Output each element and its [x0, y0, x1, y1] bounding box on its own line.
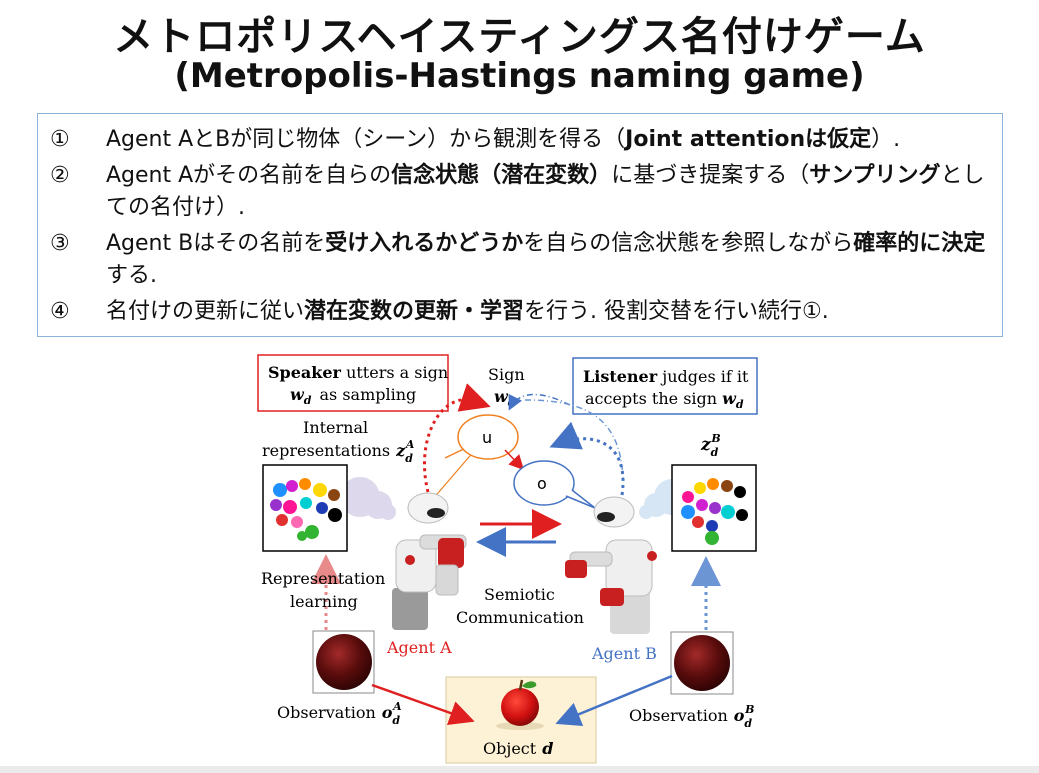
step-segment: 名付けの更新に従い	[106, 299, 305, 324]
svg-text:wd: wd	[494, 387, 516, 409]
step-segment: を自らの信念状態を参照しながら	[523, 231, 854, 256]
step-text: Agent Bはその名前を受け入れるかどうかを自らの信念状態を参照しながら確率的…	[106, 228, 990, 292]
bubble-u-text: u	[482, 428, 492, 447]
robot-agent-a	[392, 492, 467, 630]
observation-image-b	[670, 631, 734, 695]
internal-line1: Internal	[303, 418, 368, 437]
svg-text:Listener judges if it: Listener judges if it	[583, 367, 749, 386]
speaker-sign-var: w	[290, 385, 305, 404]
listener-text: judges if it	[657, 367, 749, 386]
step-emphasis: 受け入れるかどうか	[325, 231, 524, 256]
bottom-bar	[0, 766, 1039, 773]
speaker-word: Speaker	[268, 363, 342, 382]
step-emphasis: 確率的に決定	[853, 231, 986, 256]
internal-line2: representations	[262, 441, 390, 460]
speaker-tail: as sampling	[319, 385, 416, 404]
za-sup: A	[405, 438, 415, 451]
sign-var: w	[494, 387, 509, 406]
zb-sub: d	[711, 446, 719, 459]
step-segment: Agent Bはその名前を	[106, 231, 326, 256]
step-emphasis: 信念状態（潜在変数）	[391, 163, 612, 188]
obs-b-word: Observation	[629, 706, 728, 725]
step-segment: する.	[106, 263, 157, 288]
speaker-sign-arrow	[423, 383, 491, 493]
obs-a-word: Observation	[277, 703, 376, 722]
step-segment: Agent AとBが同じ物体（シーン）から観測を得る（	[106, 127, 626, 152]
agent-a-label: Agent A	[386, 638, 452, 657]
obs-b-var: o	[734, 706, 745, 725]
latent-space-b	[671, 464, 757, 552]
speaker-text: utters a sign	[341, 363, 448, 382]
step-number: ②	[50, 163, 70, 188]
semiotic-line1: Semiotic	[484, 585, 555, 604]
rep-learning-line1: Representation	[261, 569, 385, 588]
step-text: 名付けの更新に従い潜在変数の更新・学習を行う. 役割交替を行い続行①.	[106, 296, 990, 328]
step-segment: を行う. 役割交替を行い続行①.	[524, 299, 829, 324]
listener-sign-sub: d	[736, 398, 744, 411]
obs-b-sup: B	[744, 703, 754, 716]
step-segment: Agent Aがその名前を自らの	[106, 163, 392, 188]
object-word: Object	[483, 739, 537, 758]
listener-word: Listener	[583, 367, 658, 386]
step-number: ①	[50, 127, 70, 152]
step-segment: ）.	[871, 127, 901, 152]
internal-representations-label: Internal representations zdA	[262, 418, 415, 465]
listener-line2: accepts the sign	[585, 389, 717, 408]
page-title-japanese: メトロポリスヘイスティングス名付けゲーム	[113, 14, 926, 60]
za-var: z	[395, 441, 406, 460]
page-title-english: (Metropolis-Hastings naming game)	[174, 56, 865, 96]
sign-word: Sign	[488, 365, 525, 384]
speaker-callout: Speaker utters a sign wd as sampling	[257, 354, 449, 412]
observation-a-label: Observation odA	[277, 700, 402, 727]
listener-judge-arrow	[549, 421, 625, 496]
zb-sup: B	[710, 432, 720, 445]
za-sub: d	[405, 452, 413, 465]
u-to-o-arrow	[504, 449, 525, 471]
obs-a-var: o	[382, 703, 393, 722]
rep-learning-line2: learning	[290, 592, 358, 611]
bubble-o-text: o	[537, 474, 547, 493]
step-emphasis: サンプリング	[809, 163, 941, 188]
svg-text:Speaker utters a sign: Speaker utters a sign	[268, 363, 448, 382]
thought-cloud-a	[340, 477, 396, 520]
obs-b-to-object-arrow	[555, 674, 673, 726]
step-text: Agent Aがその名前を自らの信念状態（潜在変数）に基づき提案する（サンプリン…	[106, 160, 990, 224]
speech-bubble-u: u	[431, 414, 519, 501]
obs-b-sub: d	[744, 717, 752, 730]
obs-a-sub: d	[392, 714, 400, 727]
robot-agent-b	[565, 496, 657, 634]
speaker-sign-sub: d	[304, 394, 312, 407]
step-segment: に基づき提案する（	[611, 163, 810, 188]
sign-sub: d	[508, 396, 516, 409]
step-number: ③	[50, 231, 70, 256]
speech-bubble-o: o	[513, 460, 596, 509]
obs-a-sup: A	[392, 700, 402, 713]
object-var: d	[542, 739, 553, 758]
agent-b-label: Agent B	[591, 644, 657, 663]
sign-label: Sign wd	[488, 365, 525, 409]
semiotic-line2: Communication	[456, 608, 584, 627]
step-emphasis: 潜在変数の更新・学習	[304, 299, 525, 324]
step-emphasis: Joint attentionは仮定	[625, 127, 872, 152]
observation-b-label: Observation odB	[629, 703, 754, 730]
listener-sign-var: w	[722, 389, 737, 408]
listener-callout: Listener judges if it accepts the sign wd	[572, 357, 758, 415]
step-number: ④	[50, 299, 70, 324]
step-segment: としての名付け）.	[106, 163, 985, 220]
obs-a-to-object-arrow	[371, 683, 475, 726]
step-text: Agent AとBが同じ物体（シーン）から観測を得る（Joint attenti…	[106, 124, 990, 156]
zb-label: zdB	[700, 432, 721, 459]
zb-var: z	[700, 435, 711, 455]
observation-image-a	[312, 630, 375, 694]
latent-space-a	[262, 464, 348, 552]
sign-to-listener-arrow	[508, 393, 571, 411]
steps-box: ① Agent AとBが同じ物体（シーン）から観測を得る（Joint atten…	[37, 113, 1003, 337]
